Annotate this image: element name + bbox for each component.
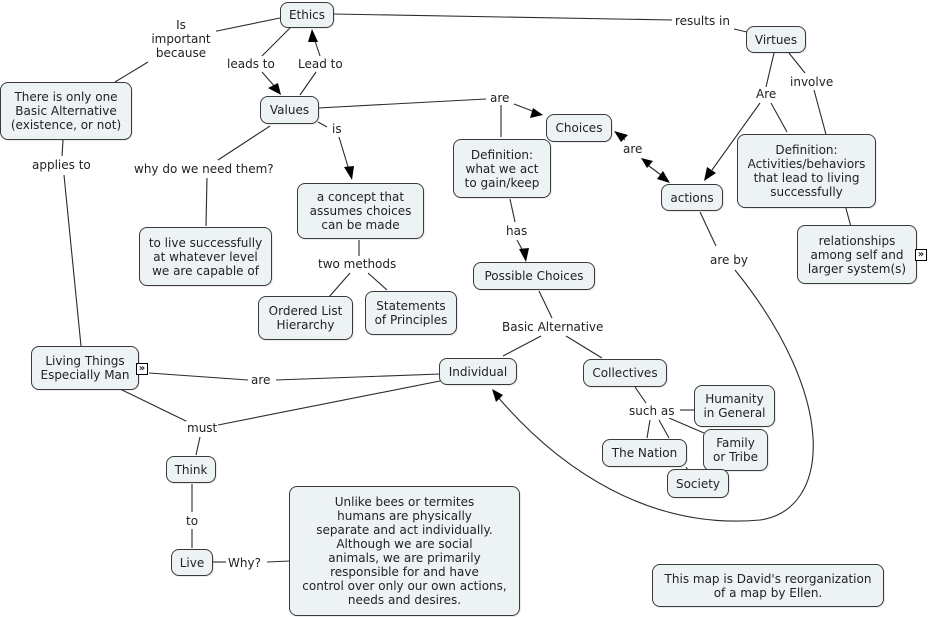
concept-label: Definition: what we act to gain/keep <box>464 147 540 190</box>
concept-living-things[interactable]: Living Things Especially Man <box>31 346 139 390</box>
concept-live-successfully[interactable]: to live successfully at whatever level w… <box>139 227 272 286</box>
link-are-individual: are <box>250 373 272 387</box>
concept-society[interactable]: Society <box>667 469 729 498</box>
concept-label: Family or Tribe <box>713 436 758 464</box>
link-has: has <box>505 224 529 238</box>
link-why-need-them: why do we need them? <box>133 162 275 176</box>
concept-label: Collectives <box>592 366 658 380</box>
concept-label: Living Things Especially Man <box>40 354 130 382</box>
concept-label: Humanity in General <box>703 392 766 420</box>
concept-basic-alternative[interactable]: There is only one Basic Alternative (exi… <box>0 82 132 140</box>
link-are-virtues: Are <box>755 87 778 101</box>
link-two-methods: two methods <box>317 257 398 271</box>
concept-values[interactable]: Values <box>260 96 319 124</box>
concept-statements[interactable]: Statements of Principles <box>365 291 457 335</box>
concept-relationships[interactable]: relationships among self and larger syst… <box>797 225 917 284</box>
link-must: must <box>186 421 219 435</box>
link-is-important-because: Is important because <box>146 18 216 60</box>
concept-humanity[interactable]: Humanity in General <box>694 385 775 427</box>
concept-think[interactable]: Think <box>166 456 216 483</box>
concept-actions[interactable]: actions <box>661 184 723 211</box>
concept-label: Definition: Activities/behaviors that le… <box>747 143 866 199</box>
concept-collectives[interactable]: Collectives <box>583 359 667 387</box>
concept-label: relationships among self and larger syst… <box>807 233 907 276</box>
concept-label: The Nation <box>611 446 678 460</box>
concept-label: Unlike bees or termites humans are physi… <box>302 495 507 607</box>
link-are-by: are by <box>709 253 749 267</box>
link-lead-to: Lead to <box>297 57 344 71</box>
link-involve: involve <box>789 75 835 89</box>
concept-live[interactable]: Live <box>171 549 213 576</box>
link-why: Why? <box>227 556 262 570</box>
concept-unlike-bees[interactable]: Unlike bees or termites humans are physi… <box>289 486 520 616</box>
concept-label: Choices <box>555 121 603 135</box>
concept-label: to live successfully at whatever level w… <box>148 235 263 278</box>
note-authorship[interactable]: This map is David's reorganization of a … <box>652 564 884 607</box>
concept-label: Values <box>269 103 310 117</box>
expand-icon[interactable]: » <box>136 363 148 375</box>
concept-label: Statements of Principles <box>374 299 448 327</box>
concept-definition-activities[interactable]: Definition: Activities/behaviors that le… <box>737 134 876 208</box>
concept-label: Think <box>174 462 208 477</box>
link-are-choices: are <box>489 91 511 105</box>
concept-label: Ethics <box>288 8 326 22</box>
concept-label: a concept that assumes choices can be ma… <box>309 190 412 232</box>
concept-family[interactable]: Family or Tribe <box>703 429 768 471</box>
expand-icon[interactable]: » <box>915 249 927 261</box>
concept-definition-gain[interactable]: Definition: what we act to gain/keep <box>453 139 551 198</box>
concept-choices[interactable]: Choices <box>546 114 612 142</box>
link-leads-to: leads to <box>226 57 276 71</box>
concept-label: Individual <box>448 364 508 379</box>
link-results-in: results in <box>674 14 731 28</box>
link-applies-to: applies to <box>31 158 92 172</box>
concept-label: Virtues <box>754 32 798 47</box>
concept-label: Society <box>675 476 721 491</box>
concept-ethics[interactable]: Ethics <box>280 2 334 28</box>
concept-ordered-list[interactable]: Ordered List Hierarchy <box>258 296 353 340</box>
concept-label: actions <box>670 190 714 205</box>
link-are-actions: are <box>623 142 643 156</box>
concept-label: Possible Choices <box>484 269 584 283</box>
concept-virtues[interactable]: Virtues <box>746 26 806 53</box>
concept-nation[interactable]: The Nation <box>602 439 687 467</box>
concept-label: Live <box>179 555 205 570</box>
link-is: is <box>331 122 343 136</box>
concept-individual[interactable]: Individual <box>439 358 517 385</box>
link-such-as: such as <box>628 404 676 418</box>
link-to: to <box>185 514 200 528</box>
link-basic-alternative: Basic Alternative <box>501 320 605 334</box>
concept-possible-choices[interactable]: Possible Choices <box>473 262 595 290</box>
concept-label: There is only one Basic Alternative (exi… <box>10 90 122 132</box>
concept-label: This map is David's reorganization of a … <box>664 571 872 600</box>
concept-label: Ordered List Hierarchy <box>268 304 343 332</box>
concept-assumes-choices[interactable]: a concept that assumes choices can be ma… <box>297 183 424 239</box>
